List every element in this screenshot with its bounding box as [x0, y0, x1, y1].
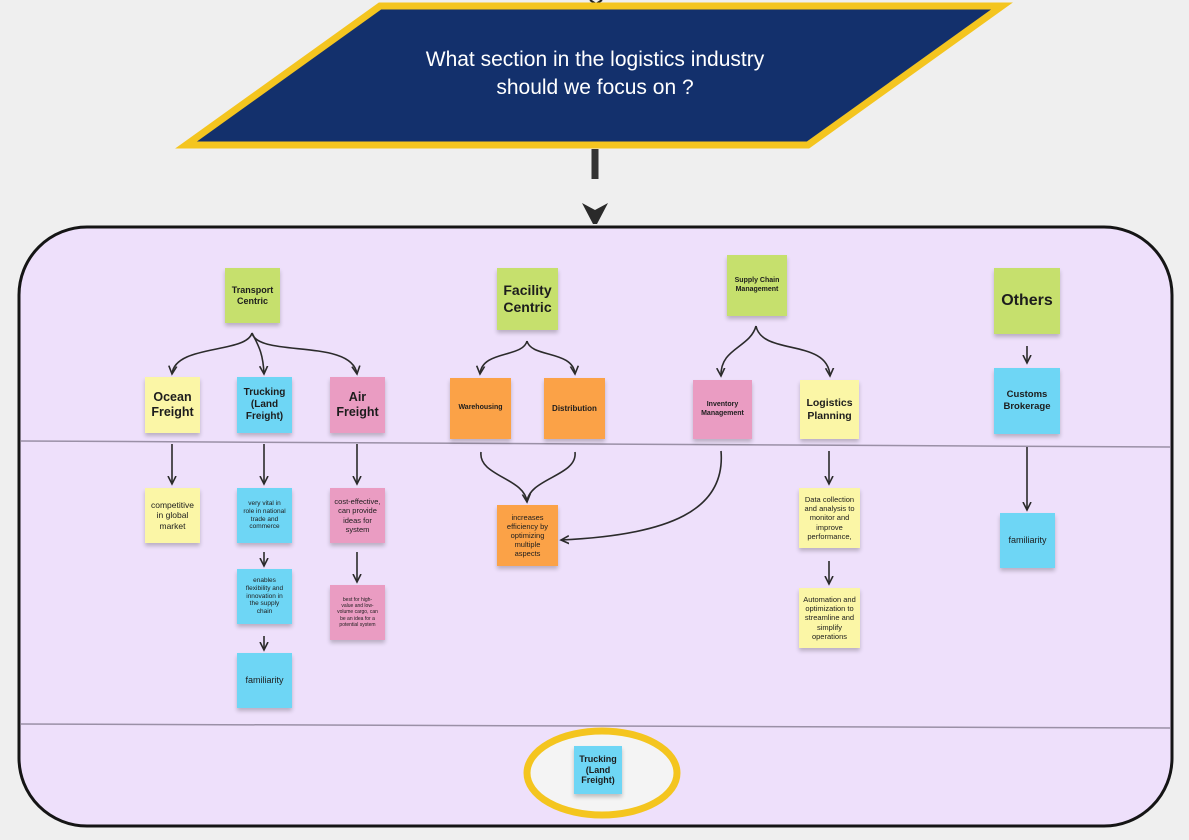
- question-parallelogram: [175, 2, 1013, 149]
- edge-supply-inventory: [721, 325, 757, 376]
- note-air-freight[interactable]: Air Freight: [330, 377, 385, 433]
- note-customs-brokerage[interactable]: Customs Brokerage: [994, 368, 1060, 434]
- board-container: [17, 225, 1174, 828]
- note-planning-detail-2[interactable]: Automation and optimization to streamlin…: [799, 588, 860, 648]
- question-connector-arrowhead: [582, 203, 608, 224]
- note-supply-chain-management[interactable]: Supply Chain Management: [727, 255, 787, 316]
- note-planning-detail-1[interactable]: Data collection and analysis to monitor …: [799, 488, 860, 548]
- note-ocean-detail[interactable]: competitive in global market: [145, 488, 200, 543]
- note-ocean-freight[interactable]: Ocean Freight: [145, 377, 200, 433]
- note-customs-detail[interactable]: familiarity: [1000, 513, 1055, 568]
- note-transport-centric[interactable]: Transport Centric: [225, 268, 280, 323]
- note-air-detail-2[interactable]: best for high- value and low- volume car…: [330, 585, 385, 640]
- edge-facility-warehousing: [480, 340, 528, 374]
- edge-distribution-merge: [526, 451, 576, 503]
- note-warehousing[interactable]: Warehousing: [450, 378, 511, 439]
- note-logistics-planning[interactable]: Logistics Planning: [800, 380, 859, 439]
- question-text: What section in the logistics industry s…: [425, 48, 765, 99]
- edge-facility-distribution: [526, 340, 575, 374]
- edge-transport-air: [251, 332, 357, 374]
- note-trucking-detail-3[interactable]: familiarity: [237, 653, 292, 708]
- note-trucking-detail-1[interactable]: very vital in role in national trade and…: [237, 488, 292, 543]
- note-trucking-detail-2[interactable]: enables flexibility and innovation in th…: [237, 569, 292, 624]
- note-air-detail-1[interactable]: cost-effective, can provide ideas for sy…: [330, 488, 385, 543]
- note-distribution[interactable]: Distribution: [544, 378, 605, 439]
- lane-divider-bottom: [20, 723, 1171, 729]
- lane-divider-top: [20, 440, 1171, 448]
- edge-warehousing-merge: [480, 451, 527, 502]
- note-facility-detail[interactable]: increases efficiency by optimizing multi…: [497, 505, 558, 566]
- edge-supply-planning: [755, 325, 830, 376]
- note-inventory-management[interactable]: Inventory Management: [693, 380, 752, 439]
- edge-transport-ocean: [172, 332, 253, 374]
- note-facility-centric[interactable]: Facility Centric: [497, 268, 558, 330]
- note-others[interactable]: Others: [994, 268, 1060, 334]
- note-decision-trucking[interactable]: Trucking (Land Freight): [574, 746, 622, 794]
- note-trucking-land-freight[interactable]: Trucking (Land Freight): [237, 377, 292, 433]
- edge-inventory-merge: [561, 450, 723, 540]
